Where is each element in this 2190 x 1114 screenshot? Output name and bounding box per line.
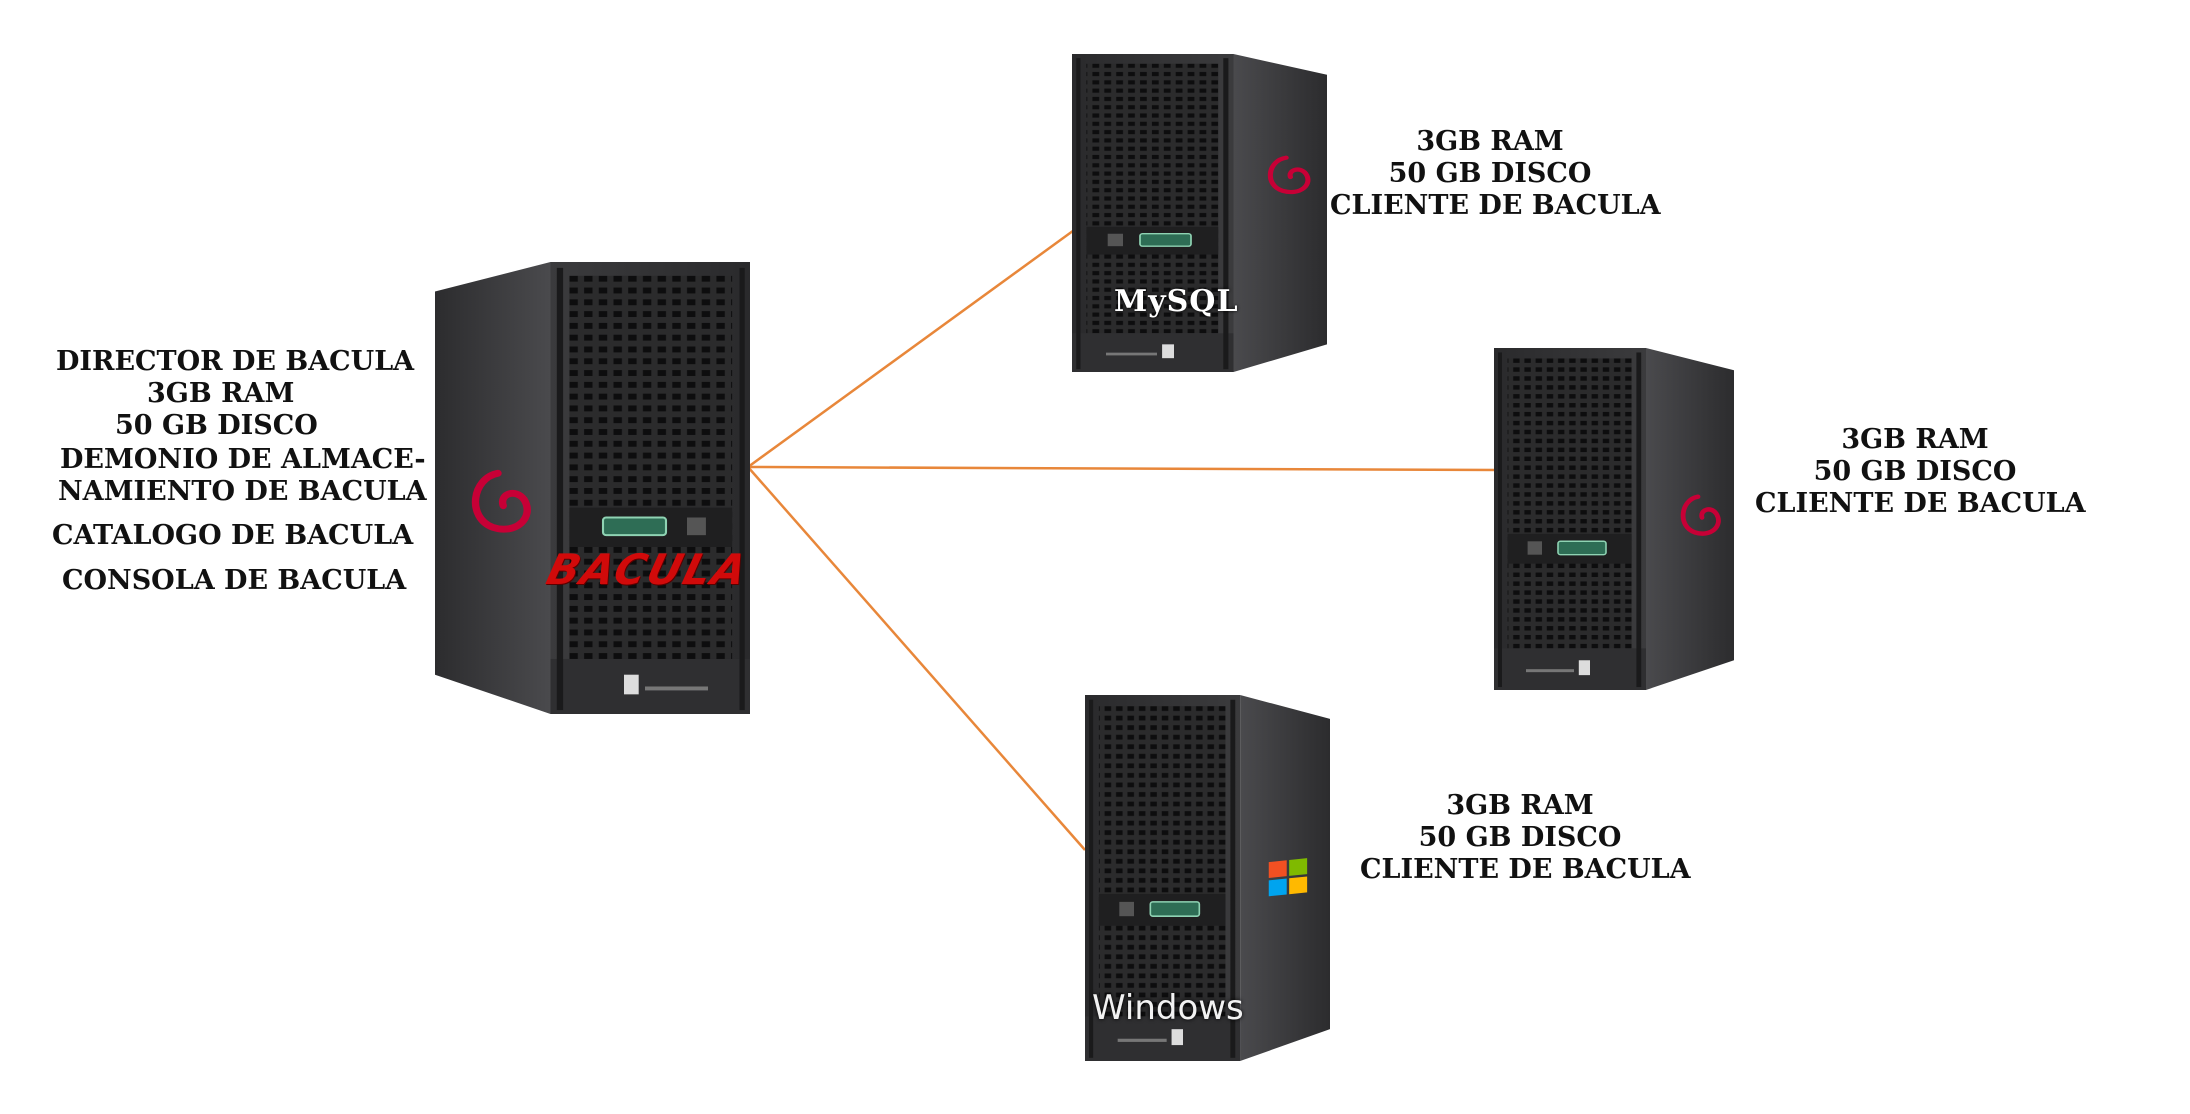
director-label-storage-1: DEMONIO DE ALMACE- bbox=[60, 444, 426, 475]
server-tower-icon bbox=[1494, 348, 1734, 690]
director-label-ram: 3GB RAM bbox=[147, 378, 295, 409]
director-spec: DIRECTOR DE BACULA 3GB RAM 50 GB DISCO D… bbox=[0, 0, 427, 1114]
director-server bbox=[435, 262, 750, 714]
windows-client-server bbox=[1085, 695, 1330, 1061]
windows-logo-icon bbox=[1268, 858, 1308, 897]
mysql-client-spec: 3GB RAM 50 GB DISCO CLIENTE DE BACULA bbox=[1330, 126, 1661, 222]
link-director-debian bbox=[747, 465, 1501, 472]
spec-disk: 50 GB DISCO bbox=[1813, 456, 2017, 487]
windows-client-spec: 3GB RAM 50 GB DISCO CLIENTE DE BACULA bbox=[1360, 790, 1691, 886]
server-tower-icon bbox=[435, 262, 750, 714]
director-label-console: CONSOLA DE BACULA bbox=[62, 565, 407, 596]
debian-swirl-icon bbox=[472, 469, 531, 533]
debian-client-spec: 3GB RAM 50 GB DISCO CLIENTE DE BACULA bbox=[1755, 424, 2086, 520]
mysql-label: MySQL bbox=[1114, 284, 1239, 319]
spec-role: CLIENTE DE BACULA bbox=[1755, 488, 2086, 519]
link-director-windows bbox=[747, 466, 1086, 851]
mysql-client-server bbox=[1072, 54, 1327, 372]
director-label-storage-2: NAMIENTO DE BACULA bbox=[58, 476, 427, 507]
debian-swirl-icon bbox=[1680, 494, 1721, 536]
bacula-logo: BACULA bbox=[541, 545, 754, 594]
debian-client-server bbox=[1494, 348, 1734, 690]
director-label-catalog: CATALOGO DE BACULA bbox=[52, 520, 414, 551]
spec-disk: 50 GB DISCO bbox=[1388, 158, 1592, 189]
server-tower-icon bbox=[1072, 54, 1327, 372]
director-label-role: DIRECTOR DE BACULA bbox=[56, 346, 415, 377]
windows-label: Windows bbox=[1092, 988, 1244, 1028]
director-label-disk: 50 GB DISCO bbox=[115, 410, 318, 441]
spec-role: CLIENTE DE BACULA bbox=[1360, 854, 1691, 885]
debian-swirl-icon bbox=[1267, 155, 1311, 195]
spec-ram: 3GB RAM bbox=[1446, 790, 1594, 821]
link-director-mysql bbox=[747, 202, 1111, 469]
spec-role: CLIENTE DE BACULA bbox=[1330, 190, 1661, 221]
server-tower-icon bbox=[1085, 695, 1330, 1061]
spec-disk: 50 GB DISCO bbox=[1418, 822, 1622, 853]
spec-ram: 3GB RAM bbox=[1416, 126, 1564, 157]
spec-ram: 3GB RAM bbox=[1841, 424, 1989, 455]
